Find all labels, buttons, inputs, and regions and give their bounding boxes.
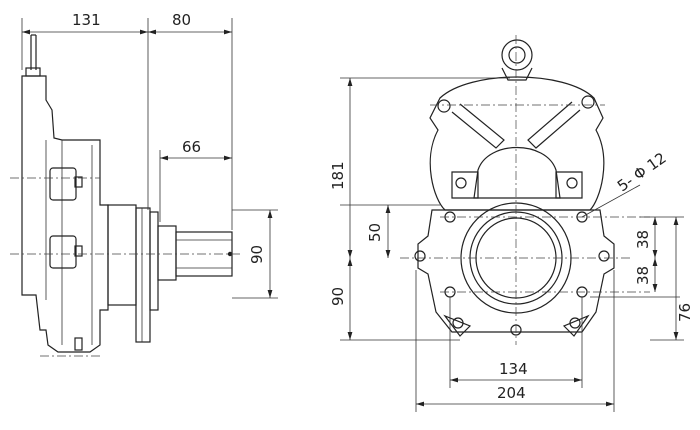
- front-dimensions: 181 50 90 38 38 76 134 204 5- Φ 12: [329, 77, 694, 412]
- dim-90-lower: 90: [329, 287, 347, 306]
- dim-76: 76: [676, 303, 694, 322]
- dim-50: 50: [366, 223, 384, 242]
- dim-80: 80: [172, 11, 191, 29]
- side-dimensions: 131 80 66 90: [21, 11, 278, 299]
- dim-131: 131: [72, 11, 101, 29]
- dim-181: 181: [329, 161, 347, 190]
- dim-66: 66: [182, 138, 201, 156]
- dim-38-lower: 38: [634, 266, 652, 285]
- dim-38-upper: 38: [634, 230, 652, 249]
- side-view: [10, 34, 240, 357]
- dim-204: 204: [497, 384, 526, 402]
- front-view: [400, 35, 650, 345]
- hole-callout: 5- Φ 12: [614, 149, 670, 196]
- dim-134: 134: [499, 360, 528, 378]
- dim-90-shaft: 90: [248, 245, 266, 264]
